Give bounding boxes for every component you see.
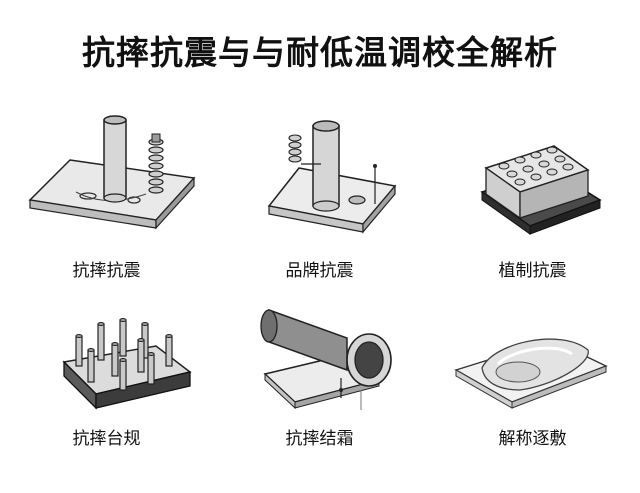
item-label: 品牌抗震 [285,261,354,281]
item-pipe-bracket: 抗摔结霜 [213,298,426,493]
item-bolt-block: 植制抗震 [426,108,639,303]
bolt-block-illustration [480,145,602,235]
cushion-tray-illustration [454,338,608,409]
pipe-bracket-illustration [260,308,392,410]
item-label: 抗摔台规 [72,429,141,449]
page-title: 抗摔抗震与与耐低温调校全解析 [82,33,558,72]
item-cushion-tray: 解称逐敷 [426,298,639,493]
shock-plate-illustration [28,115,196,230]
brand-plate-illustration [267,120,397,234]
item-label: 抗摔结霜 [285,429,354,449]
item-brand-plate: 品牌抗震 [213,108,426,303]
item-label: 抗摔抗震 [72,261,141,281]
pin-base-illustration [62,318,192,410]
item-shock-plate: 抗摔抗震 [0,108,213,303]
item-label: 解称逐敷 [498,429,567,449]
item-pin-base: 抗摔台规 [0,298,213,493]
item-label: 植制抗震 [498,261,567,281]
